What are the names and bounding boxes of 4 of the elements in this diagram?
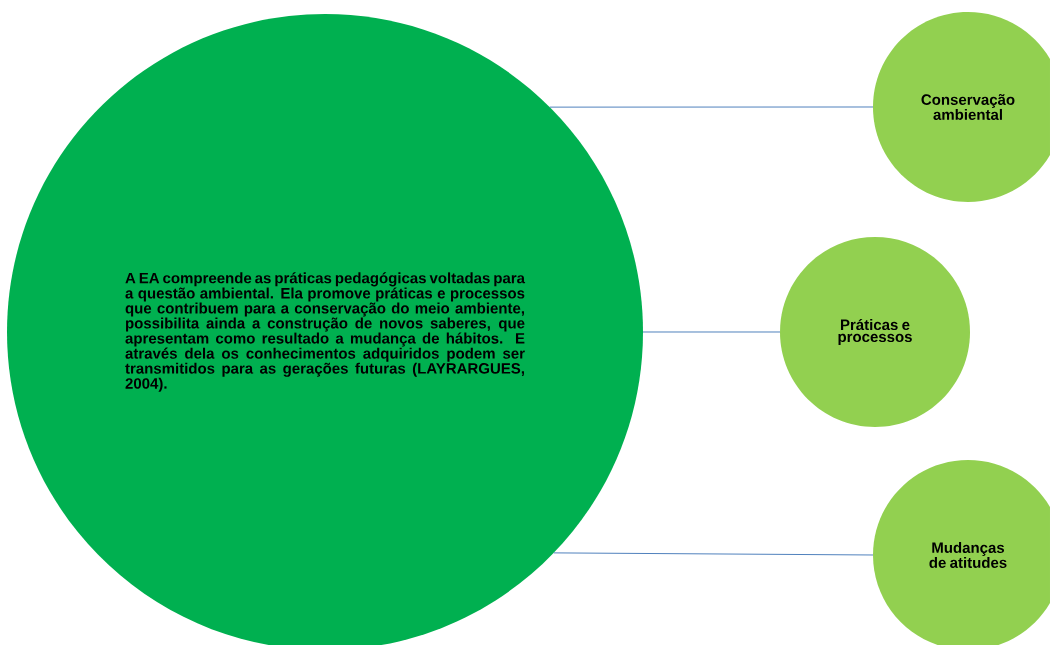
connector-line [549, 106, 874, 108]
connector-line [642, 331, 781, 333]
circle-node: Práticas e processos [780, 237, 970, 427]
connector-line [553, 552, 874, 556]
